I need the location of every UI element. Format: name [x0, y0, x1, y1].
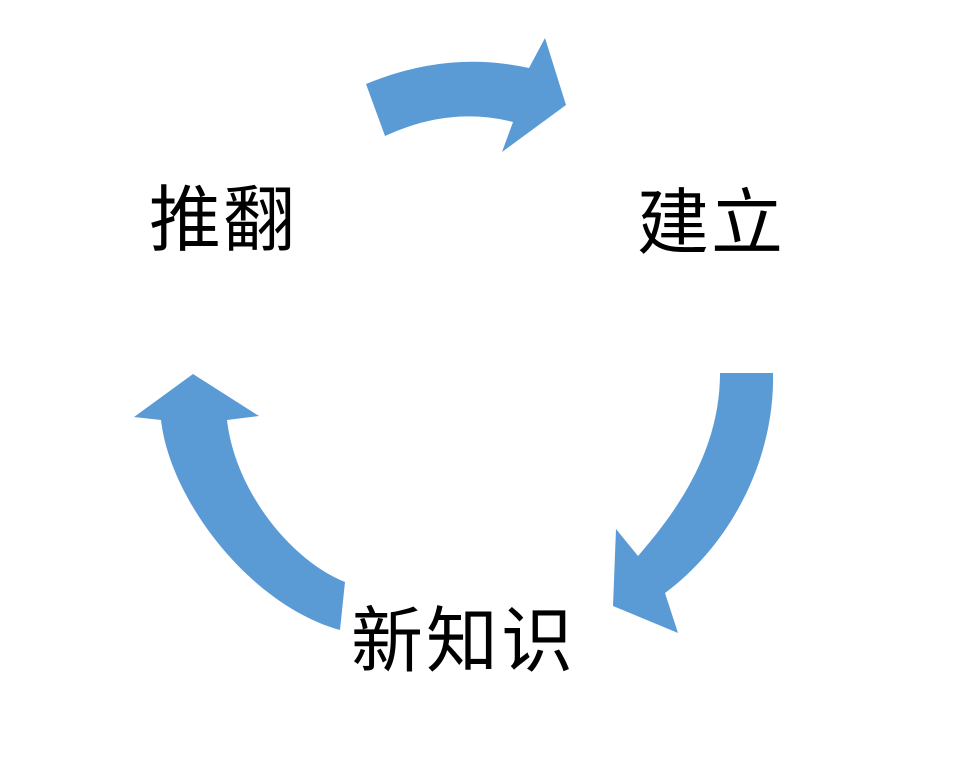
node-label-xinzhishi: 新知识	[351, 602, 577, 682]
node-label-tuifan: 推翻	[149, 181, 298, 261]
node-label-jianli: 建立	[637, 184, 786, 264]
cycle-arrow-top	[366, 38, 566, 152]
cycle-arrow-left	[134, 374, 345, 630]
cycle-arrow-right	[613, 373, 774, 633]
